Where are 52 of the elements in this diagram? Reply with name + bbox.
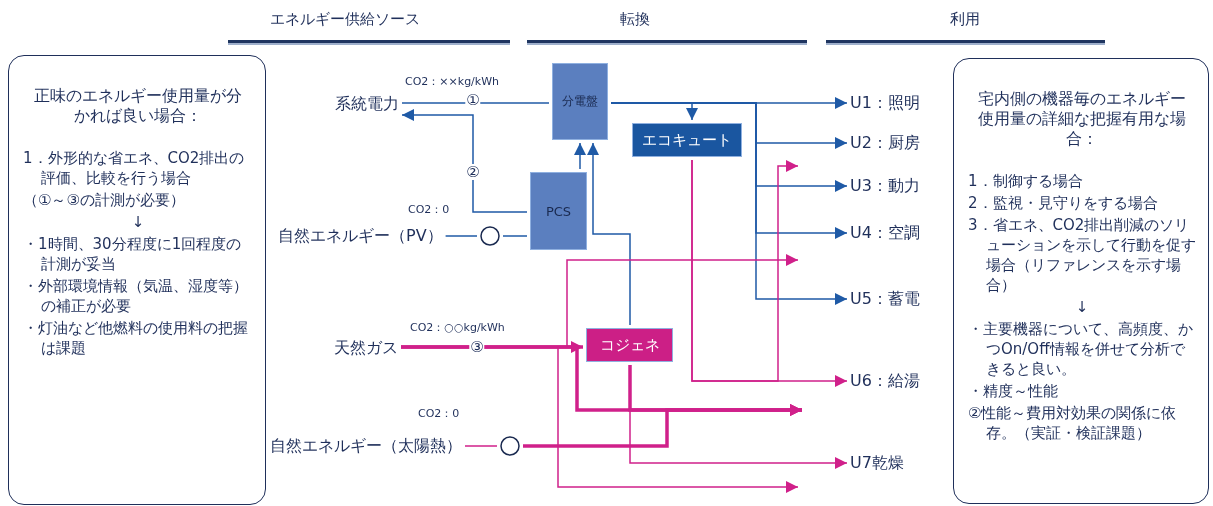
emission-note: CO2：○○kg/kWh [410,320,505,335]
usage-label: U4：空調 [850,223,920,243]
panel-text: ・1時間、30分程度に1回程度の計測が妥当 [23,234,243,274]
connector-line [464,445,498,447]
panel-text: （①～③の計測が必要） [23,190,186,210]
water-heater-box: エコキュート [632,123,742,157]
emission-note: CO2：0 [418,406,460,421]
usage-label: U2：厨房 [850,133,920,153]
arrow [691,159,799,382]
arrow [610,102,848,305]
panel-heading: 宅内側の機器毎のエネルギー使用量の詳細な把握有用な場合： [977,89,1187,149]
panel-text: ・灯油など他燃料の使用料の把握は課題 [23,318,249,358]
column-heading: 転換 [620,10,650,29]
panel-text: ・主要機器について、高頻度、かつOn/Off情報を併せて分析できると良い。 [968,319,1194,379]
connector-line [401,102,550,104]
emission-note: CO2：××kg/kWh [405,74,500,89]
panel-heading: 正味のエネルギー使用量が分かれば良い場合： [33,86,243,126]
panel-text: 2．監視・見守りをする場合 [968,193,1159,213]
arrow-symbol: ↓ [130,212,146,232]
usage-label: U3：動力 [850,176,920,196]
arrow [401,109,528,213]
edge-label: ① [465,92,481,108]
arrow [523,404,802,448]
distribution-board-box: 分電盤 [552,63,608,140]
edge-label: ② [465,164,481,180]
source-label: 系統電力 [335,94,399,114]
connector-line [502,235,528,237]
cogeneration-box: コジェネ [586,328,673,362]
panel-text: ②性能～費用対効果の関係に依存。（実証・検証課題） [968,403,1178,443]
panel-text: 1．外形的な省エネ、CO2排出の評価、比較を行う場合 [23,148,246,188]
emission-note: CO2：0 [408,202,450,217]
arrow [587,142,631,326]
column-heading: 利用 [950,10,980,29]
arrow-symbol: ↓ [1074,297,1090,317]
source-label: 自然エネルギー（太陽熱） [270,436,462,456]
edge-label: ③ [469,339,485,355]
note-panel [8,55,266,505]
usage-label: U5：蓄電 [850,289,920,309]
column-heading: エネルギー供給ソース [270,10,420,29]
usage-label: U1：照明 [850,93,920,113]
usage-label: U7乾燥 [850,453,904,473]
converter-box: PCS [530,172,587,250]
connector-line [444,235,478,237]
panel-text: ・外部環境情報（気温、湿度等）の補正が必要 [23,276,249,316]
panel-text: 1．制御する場合 [968,171,1084,191]
panel-text: 3．省エネ、CO2排出削減のソリューションを示して行動を促す場合（リファレンスを示す場合） [968,215,1196,295]
note-panel [953,58,1209,504]
usage-label: U6：給湯 [850,371,920,391]
source-label: 自然エネルギー（PV） [278,226,443,246]
panel-text: ・精度～性能 [968,381,1059,401]
arrow [574,142,586,170]
source-label: 天然ガス [334,338,398,358]
